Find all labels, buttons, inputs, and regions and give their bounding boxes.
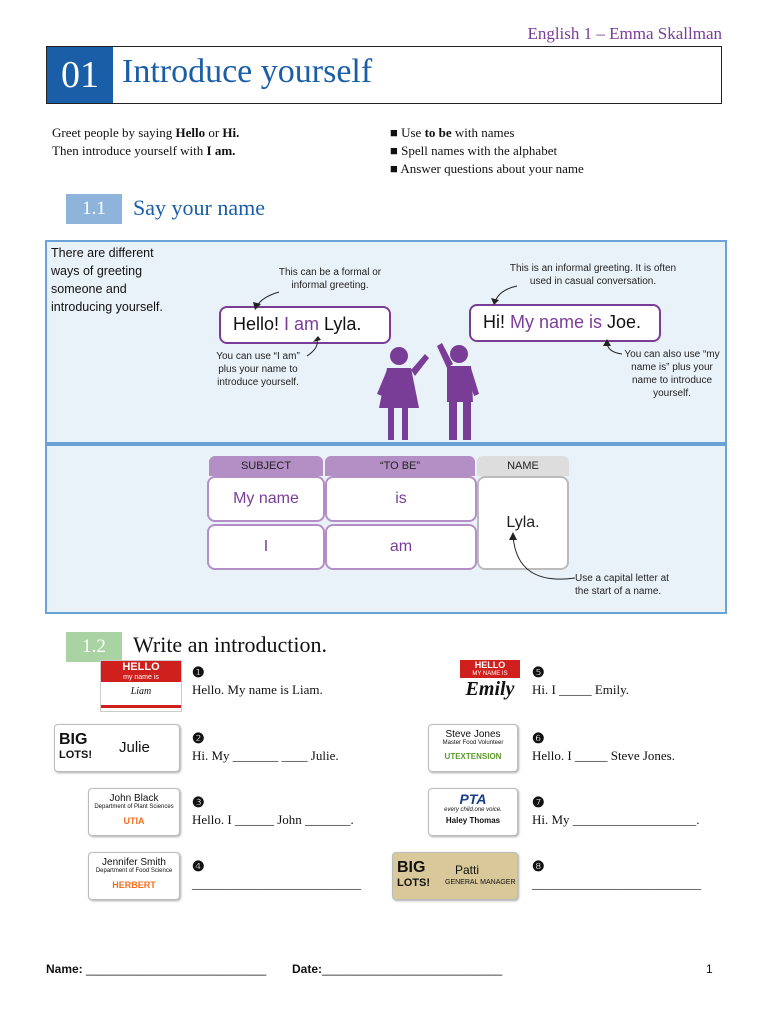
section-number: 1.2 bbox=[66, 632, 122, 662]
exercise-6[interactable]: ❻ Hello. I _____ Steve Jones. bbox=[532, 732, 675, 763]
section-number: 1.1 bbox=[66, 194, 122, 224]
page-number: 1 bbox=[706, 962, 713, 976]
tag-haley: PTA every child.one voice. Haley Thomas bbox=[428, 788, 518, 836]
tag-emily: HELLO MY NAME IS Emily bbox=[460, 660, 520, 710]
tag-liam: HELLO my name is Liam bbox=[100, 660, 182, 712]
annotation-my-name-is: You can also use “my name is” plus your … bbox=[624, 349, 720, 399]
goal-item: ■ Answer questions about your name bbox=[390, 161, 584, 176]
arrow-head bbox=[313, 336, 321, 342]
section-title: Write an introduction. bbox=[133, 632, 328, 657]
piece-my-name: My name bbox=[207, 476, 325, 522]
section-title: Say your name bbox=[133, 195, 265, 220]
title-box: 01 Introduce yourself bbox=[46, 46, 722, 104]
header-subject: SUBJECT bbox=[209, 456, 323, 476]
annotation-informal: This is an informal greeting. It is ofte… bbox=[509, 263, 677, 287]
annotation-i-am: You can use “I am” plus your name to int… bbox=[216, 351, 300, 388]
exercise-4[interactable]: ❹ __________________________ bbox=[192, 860, 361, 891]
exercise-3[interactable]: ❸ Hello. I ______ John _______. bbox=[192, 796, 354, 827]
speech-bubble-lyla: Hello! I am Lyla. bbox=[219, 306, 391, 344]
header-to-be: “TO BE” bbox=[325, 456, 475, 476]
greeting-illustration bbox=[253, 285, 623, 440]
tag-steve: Steve Jones Master Food Volunteer UTEXTE… bbox=[428, 724, 518, 772]
exercise-8[interactable]: ❽ __________________________ bbox=[532, 860, 701, 891]
page-title: Introduce yourself bbox=[122, 53, 373, 90]
capital-arrow bbox=[509, 532, 576, 580]
piece-am: am bbox=[325, 524, 477, 570]
tag-julie: BIG LOTS! Julie bbox=[54, 724, 180, 772]
greeting-panel: There are different ways of greeting som… bbox=[45, 240, 727, 444]
tag-jennifer: Jennifer Smith Department of Food Scienc… bbox=[88, 852, 180, 900]
woman-figure bbox=[377, 347, 429, 440]
arrow-head bbox=[253, 302, 261, 310]
unit-number: 01 bbox=[47, 47, 113, 103]
tag-patti: BIG LOTS! Patti GENERAL MANAGER bbox=[392, 852, 518, 900]
footer-name: Name: ___________________________ bbox=[46, 962, 267, 976]
man-figure bbox=[437, 343, 479, 440]
footer-date: Date:___________________________ bbox=[292, 962, 503, 976]
arrow-head bbox=[491, 298, 499, 305]
tag-john: John Black Department of Plant Sciences … bbox=[88, 788, 180, 836]
course-header: English 1 – Emma Skallman bbox=[527, 24, 722, 43]
panel-intro: There are different ways of greeting som… bbox=[51, 246, 163, 314]
piece-name: Lyla. bbox=[477, 476, 569, 570]
piece-i: I bbox=[207, 524, 325, 570]
annotation-capital: Use a capital letter at the start of a n… bbox=[575, 573, 669, 597]
grammar-panel: SUBJECT “TO BE” NAME My name is I am Lyl… bbox=[45, 444, 727, 614]
header-name: NAME bbox=[477, 456, 569, 476]
exercise-2[interactable]: ❷ Hi. My _______ ____ Julie. bbox=[192, 732, 339, 763]
date-blank[interactable]: ___________________________ bbox=[322, 962, 503, 976]
speech-bubble-joe: Hi! My name is Joe. bbox=[469, 304, 661, 342]
arrow-line bbox=[306, 339, 318, 357]
exercise-1: ❶ Hello. My name is Liam. bbox=[192, 666, 323, 697]
intro-text: Greet people by saying Hello or Hi. Then… bbox=[52, 125, 240, 158]
arrow-head bbox=[603, 339, 611, 346]
annotation-formal: This can be a formal or informal greetin… bbox=[278, 267, 382, 291]
piece-is: is bbox=[325, 476, 477, 522]
goal-item: ■ Use to be with names bbox=[390, 125, 515, 140]
arrow-line bbox=[494, 285, 518, 303]
exercise-5[interactable]: ❺ Hi. I _____ Emily. bbox=[532, 666, 630, 697]
goal-item: ■ Spell names with the alphabet bbox=[390, 143, 558, 158]
name-blank[interactable]: ___________________________ bbox=[86, 962, 267, 976]
exercise-7[interactable]: ❼ Hi. My ___________________. bbox=[532, 796, 700, 827]
goals-list: ■ Use to be with names ■ Spell names wit… bbox=[390, 124, 584, 178]
